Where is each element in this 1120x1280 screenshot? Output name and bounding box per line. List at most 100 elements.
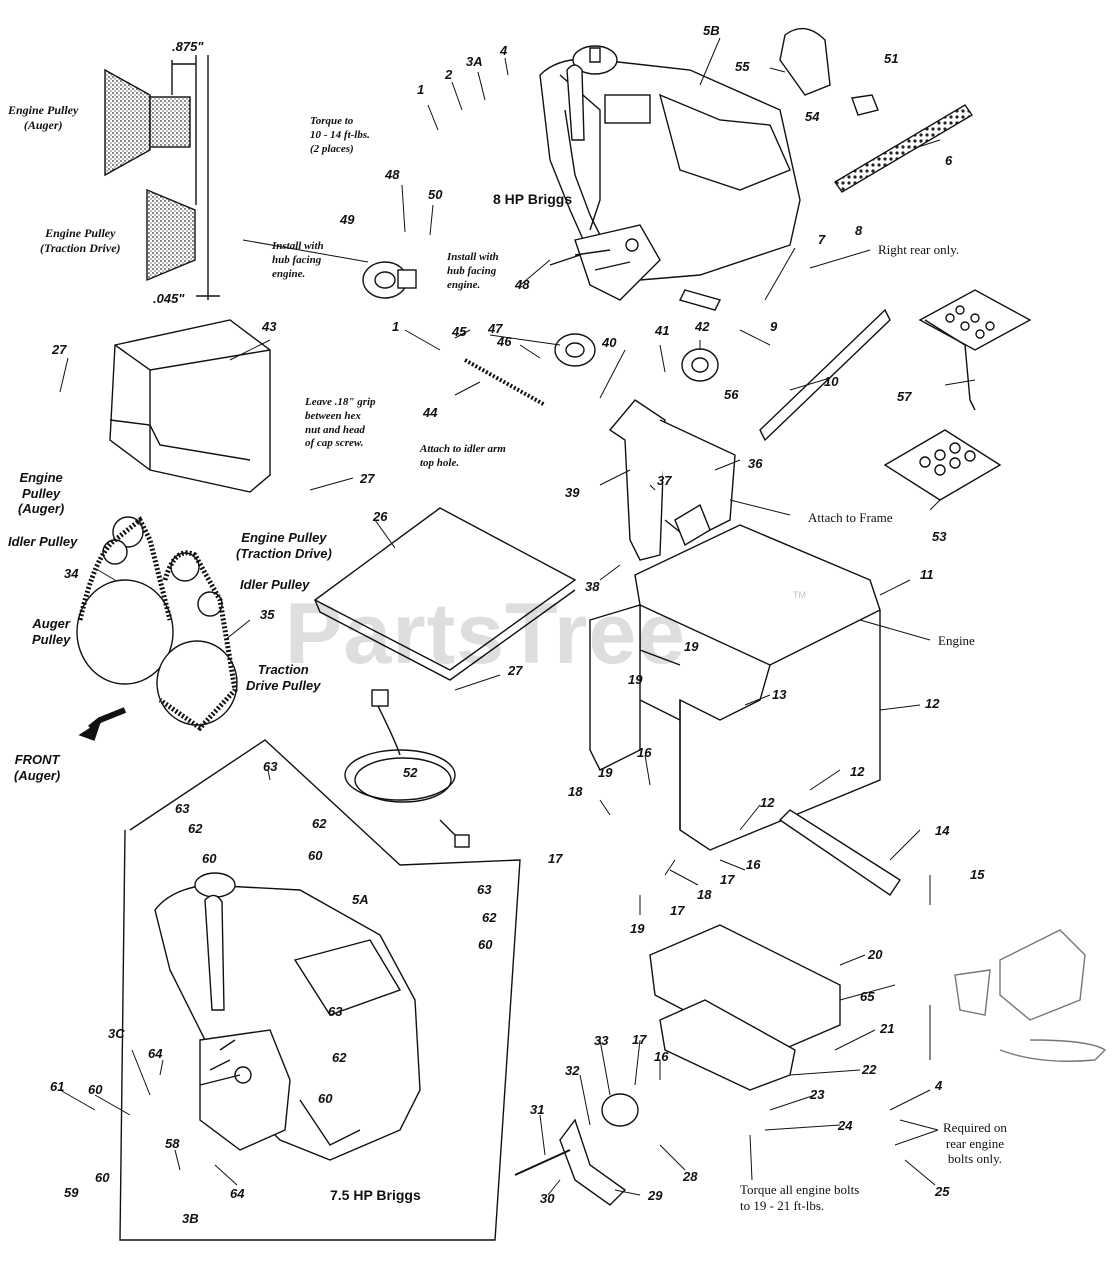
engine-8hp — [539, 45, 801, 311]
label-engine-pulley-traction-spec: Engine Pulley (Traction Drive) — [40, 226, 121, 255]
note-torque-engine: Torque all engine bolts to 19 - 21 ft-lb… — [740, 1182, 860, 1213]
callout-60-c: 60 — [478, 937, 493, 952]
callout-56: 56 — [724, 387, 739, 402]
callout-38: 38 — [585, 579, 600, 594]
callout-16-a: 16 — [637, 745, 652, 760]
callout-3b: 3B — [182, 1211, 199, 1226]
callout-41: 41 — [655, 323, 670, 338]
callout-48-mid: 48 — [515, 277, 530, 292]
part-9-rod — [759, 308, 891, 442]
part-26-plate — [313, 507, 577, 671]
pulley-spec-auger — [104, 55, 197, 205]
watermark: PartsTree — [285, 586, 687, 682]
callout-34: 34 — [64, 566, 79, 581]
callout-60-f: 60 — [95, 1170, 110, 1185]
callout-57: 57 — [897, 389, 912, 404]
callout-7: 7 — [818, 232, 826, 247]
callout-3a: 3A — [466, 54, 483, 69]
callout-30: 30 — [540, 1191, 555, 1206]
callout-18-a: 18 — [568, 784, 583, 799]
callout-27-mid: 27 — [360, 471, 375, 486]
belt-routing-diagram — [76, 516, 238, 741]
callout-32: 32 — [565, 1063, 580, 1078]
callout-31: 31 — [530, 1102, 545, 1117]
callout-16-b: 16 — [746, 857, 761, 872]
label-8hp-briggs: 8 HP Briggs — [493, 191, 573, 207]
note-attach-idler: Attach to idler arm top hole. — [420, 443, 506, 469]
callout-45: 45 — [452, 324, 467, 339]
belt-label-front: FRONT (Auger) — [14, 752, 61, 783]
part-39-idler-arm — [608, 399, 666, 561]
callout-24: 24 — [838, 1118, 853, 1133]
part-20-bracket — [649, 924, 841, 1056]
part-6-hose — [833, 104, 974, 193]
callout-9: 9 — [770, 319, 778, 334]
belt-label-engine-pulley-auger: Engine Pulley (Auger) — [18, 470, 65, 517]
note-leave-grip: Leave .18" grip between hex nut and head… — [305, 396, 376, 450]
callout-17-d: 17 — [632, 1032, 647, 1047]
part-49-pulley — [362, 261, 417, 299]
part-44-spring — [464, 358, 546, 407]
note-right-rear-only: Right rear only. — [878, 242, 960, 257]
callout-4: 4 — [500, 43, 508, 58]
callout-21: 21 — [880, 1021, 895, 1036]
callout-15: 15 — [970, 867, 985, 882]
belt-label-engine-pulley-traction: Engine Pulley (Traction Drive) — [236, 530, 332, 561]
callout-19-d: 19 — [630, 921, 645, 936]
callout-10: 10 — [824, 374, 839, 389]
callout-26: 26 — [373, 509, 388, 524]
callout-59: 59 — [64, 1185, 79, 1200]
label-7.5hp-briggs: 7.5 HP Briggs — [330, 1187, 421, 1203]
callout-64-b: 64 — [230, 1186, 245, 1201]
callout-53: 53 — [932, 529, 947, 544]
part-14-bar — [778, 809, 901, 896]
part-47-pulley — [554, 333, 596, 367]
callout-36: 36 — [748, 456, 763, 471]
callout-64-a: 64 — [148, 1046, 163, 1061]
callout-37: 37 — [657, 473, 672, 488]
callout-28: 28 — [683, 1169, 698, 1184]
callout-5b: 5B — [703, 23, 720, 38]
callout-27-low: 27 — [508, 663, 523, 678]
callout-12-b: 12 — [850, 764, 865, 779]
callout-19-a: 19 — [684, 639, 699, 654]
callout-20: 20 — [868, 947, 883, 962]
belt-label-auger-pulley: Auger Pulley — [32, 616, 71, 647]
part-37-bracket — [674, 503, 711, 547]
note-required-rear: Required on rear engine bolts only. — [943, 1120, 1007, 1167]
callout-39: 39 — [565, 485, 580, 500]
callout-63-b: 63 — [175, 801, 190, 816]
callout-62-a: 62 — [188, 821, 203, 836]
callout-17-a: 17 — [548, 851, 563, 866]
callout-16-c: 16 — [654, 1049, 669, 1064]
callout-58: 58 — [165, 1136, 180, 1151]
part-11-frame — [589, 524, 881, 851]
label-engine-pulley-auger-spec: Engine Pulley (Auger) — [8, 103, 79, 132]
callout-1-b: 1 — [392, 319, 400, 334]
note-engine: Engine — [938, 633, 975, 648]
callout-27-left: 27 — [52, 342, 67, 357]
belt-label-idler-pulley-left: Idler Pulley — [8, 534, 78, 549]
callout-14: 14 — [935, 823, 950, 838]
callout-55: 55 — [735, 59, 750, 74]
note-install-hub-1: Install with hub facing engine. — [272, 240, 324, 280]
callout-11: 11 — [920, 567, 934, 582]
callout-4-b: 4 — [935, 1078, 943, 1093]
callout-63-d: 63 — [328, 1004, 343, 1019]
dim-top: .875" — [172, 39, 204, 54]
callout-65: 65 — [860, 989, 875, 1004]
part-65-engine — [954, 929, 1107, 1062]
callout-19-c: 19 — [598, 765, 613, 780]
part-33-pulley — [601, 1093, 639, 1127]
callout-12-c: 12 — [760, 795, 775, 810]
callout-60-d: 60 — [318, 1091, 333, 1106]
pulley-spec-traction — [146, 55, 220, 300]
callout-48-top: 48 — [385, 167, 400, 182]
part-30-arm — [559, 1118, 627, 1206]
callout-25: 25 — [935, 1184, 950, 1199]
dim-bottom: .045" — [153, 291, 185, 306]
callout-52: 52 — [403, 765, 418, 780]
callout-51: 51 — [884, 51, 899, 66]
